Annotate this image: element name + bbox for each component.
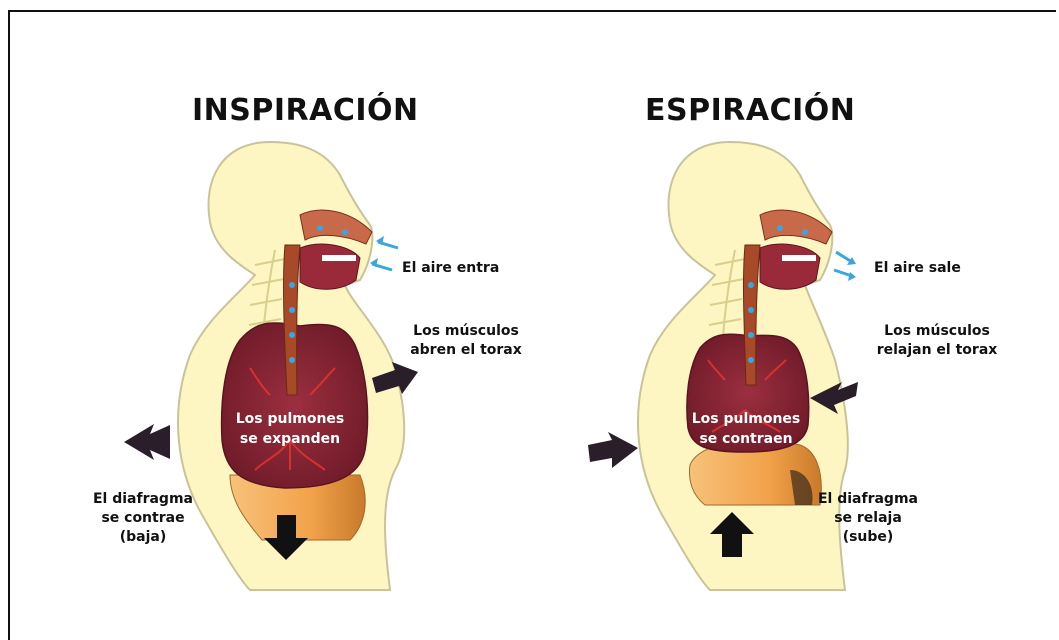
mouth — [760, 244, 820, 289]
teeth — [322, 255, 356, 261]
diaphragm-line-2: se contrae — [88, 509, 198, 528]
muscles-line-1: Los músculos — [862, 322, 1012, 341]
diaphragm-line-2: se relaja — [808, 509, 928, 528]
muscles-line-1: Los músculos — [396, 322, 536, 341]
diaphragm-line-1: El diafragma — [88, 490, 198, 509]
air-out-arrows — [834, 252, 856, 281]
teeth — [782, 255, 816, 261]
muscles-label-inspiration: Los músculos abren el torax — [396, 322, 536, 360]
lungs-line-1: Los pulmones — [676, 409, 816, 429]
diaphragm-line-3: (sube) — [808, 528, 928, 547]
lungs-label-inspiration: Los pulmones se expanden — [220, 409, 360, 449]
muscles-line-2: abren el torax — [396, 341, 536, 360]
mouth — [300, 244, 360, 289]
expiration-title: ESPIRACIÓN — [645, 93, 855, 128]
air-out-label: El aire sale — [874, 259, 961, 278]
muscles-line-2: relajan el torax — [862, 341, 1012, 360]
air-in-label: El aire entra — [402, 259, 499, 278]
chest-arrow-right — [588, 432, 638, 468]
diaphragm-label-expiration: El diafragma se relaja (sube) — [808, 490, 928, 547]
lungs-label-expiration: Los pulmones se contraen — [676, 409, 816, 449]
lungs-line-1: Los pulmones — [220, 409, 360, 429]
diaphragm-line-1: El diafragma — [808, 490, 928, 509]
inspiration-title: INSPIRACIÓN — [192, 93, 419, 128]
lungs-line-2: se contraen — [676, 429, 816, 449]
air-in-arrows — [370, 236, 398, 270]
diaphragm-line-3: (baja) — [88, 528, 198, 547]
lungs-line-2: se expanden — [220, 429, 360, 449]
muscles-label-expiration: Los músculos relajan el torax — [862, 322, 1012, 360]
diaphragm-label-inspiration: El diafragma se contrae (baja) — [88, 490, 198, 547]
chest-arrow-left — [124, 424, 170, 460]
